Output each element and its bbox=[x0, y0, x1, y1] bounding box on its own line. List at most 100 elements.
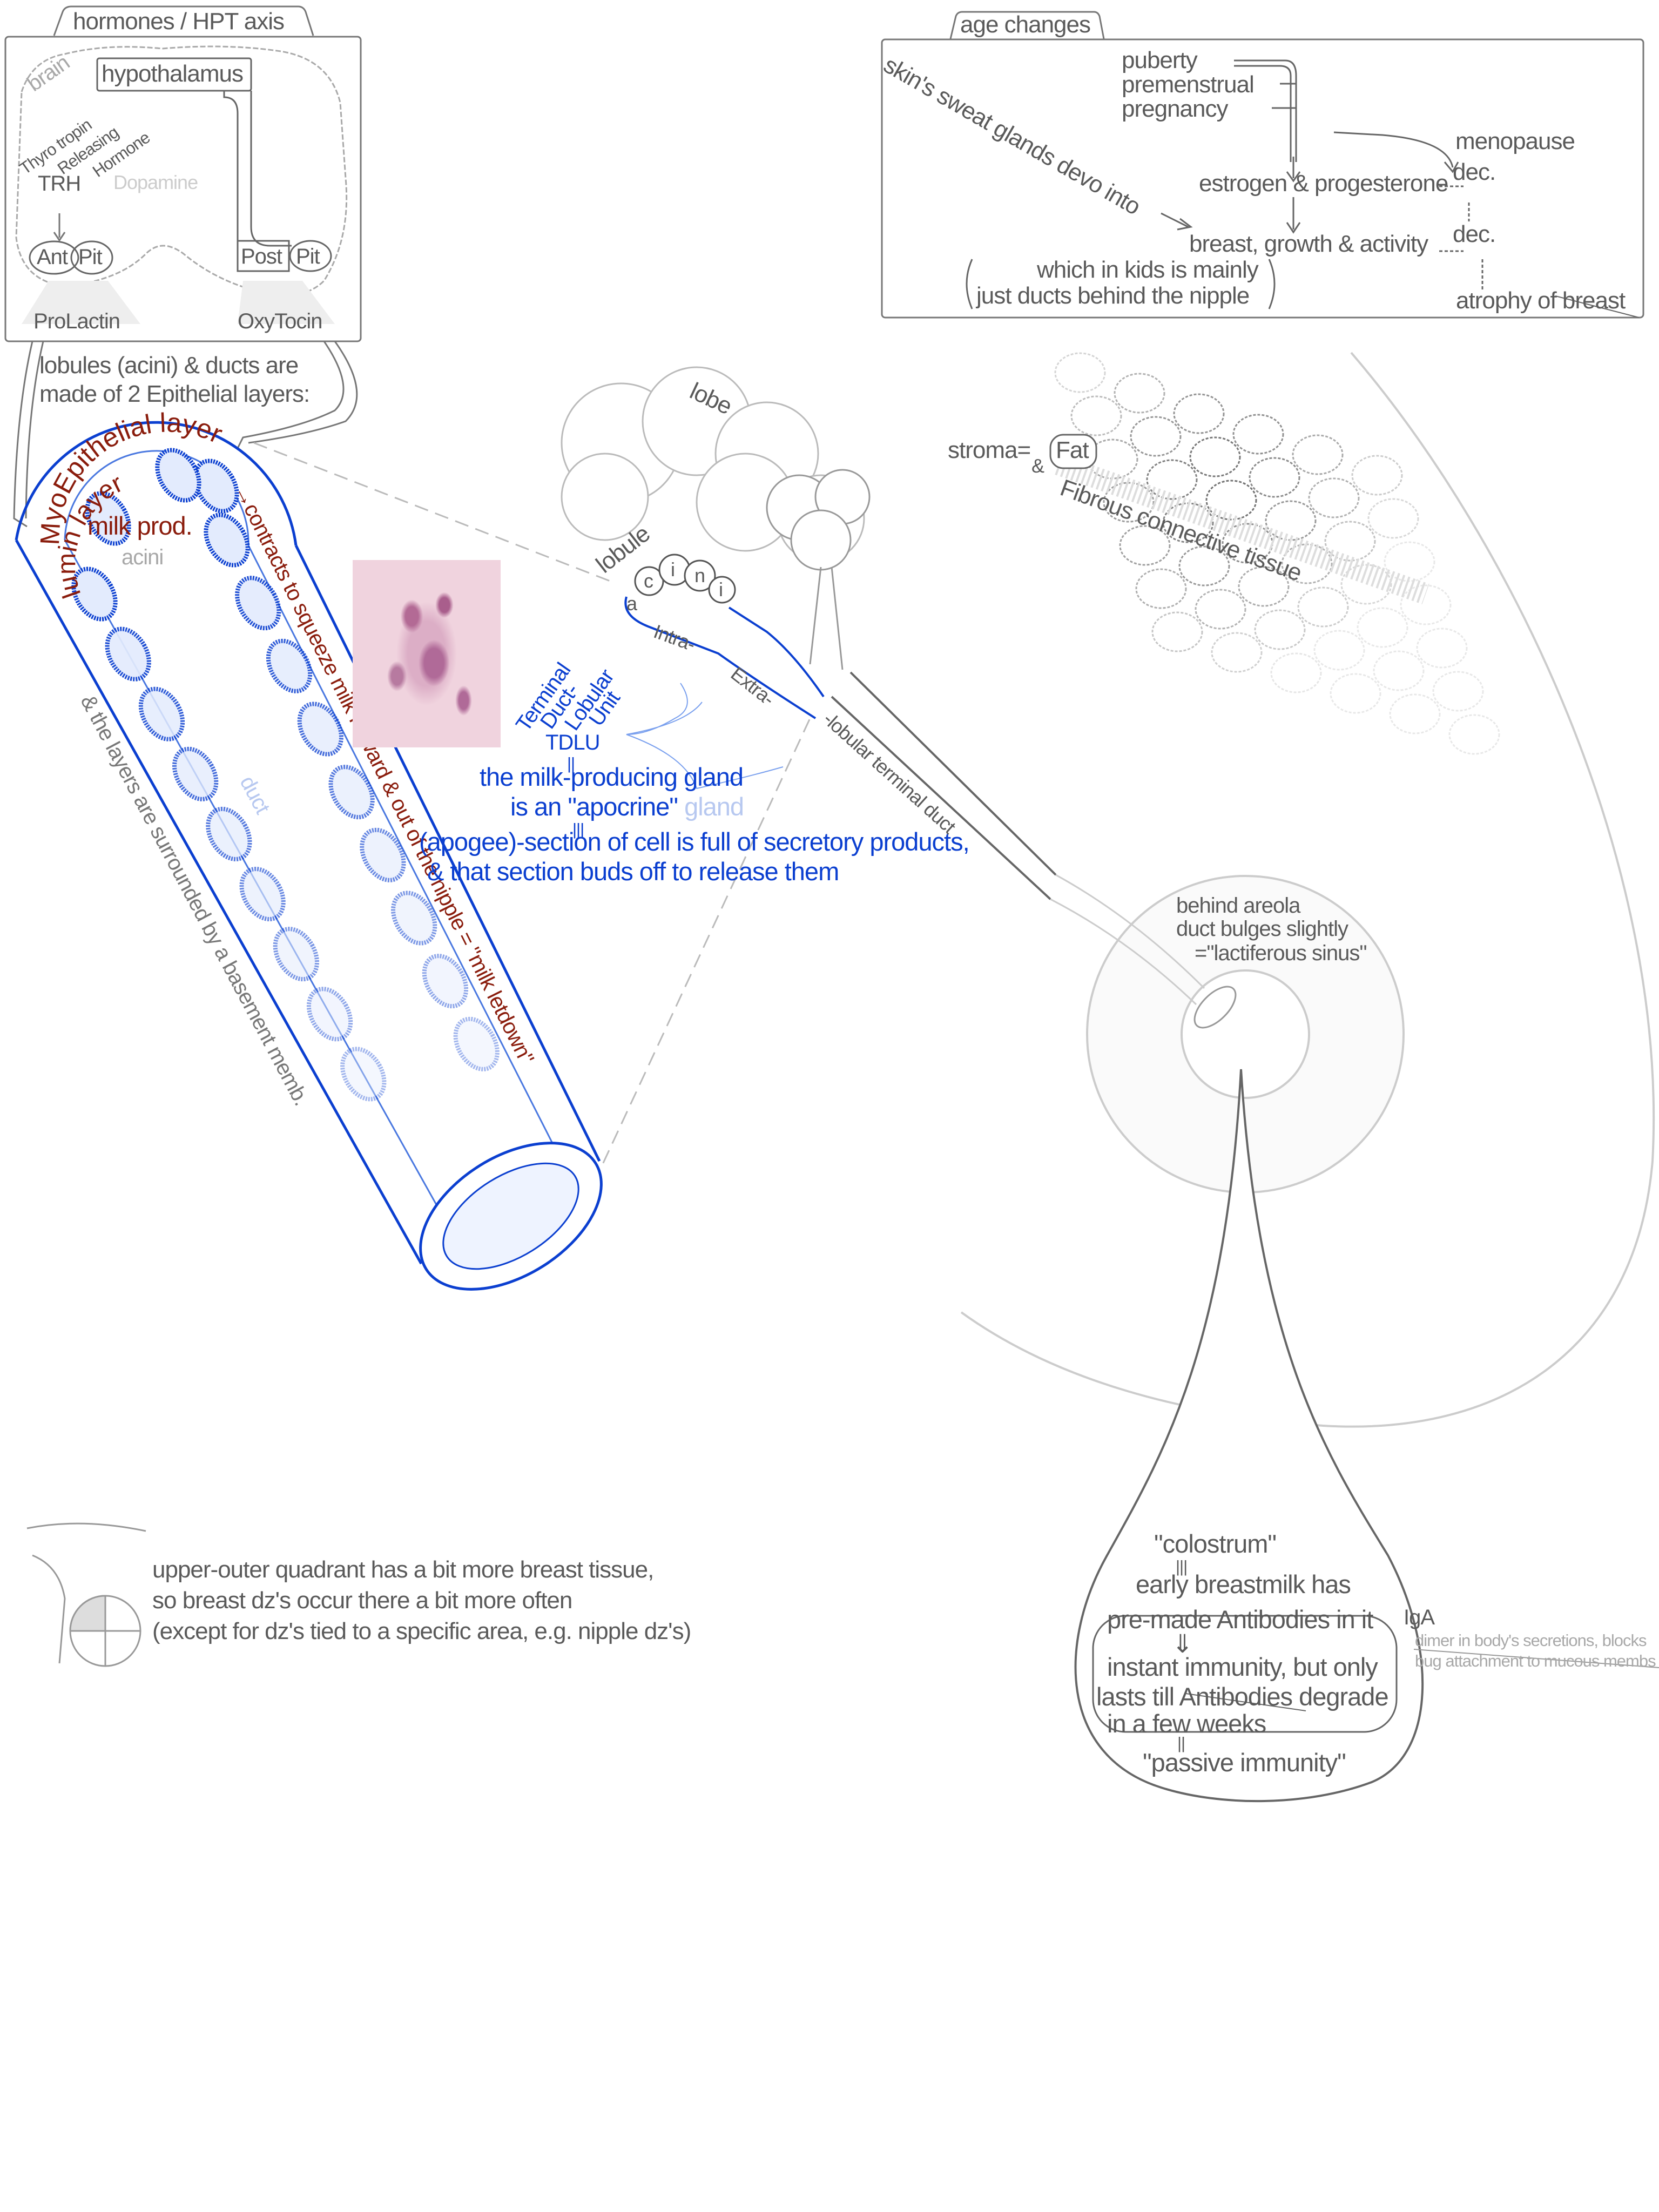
acinus-cell bbox=[105, 626, 151, 682]
estrogen-progesterone-label: estrogen & progesterone bbox=[1199, 170, 1448, 197]
dec-label-2: dec. bbox=[1453, 221, 1496, 247]
tdlu-brace bbox=[626, 683, 784, 790]
iga-label: IgA bbox=[1404, 1606, 1435, 1629]
menopause-arrow bbox=[1333, 131, 1459, 173]
colostrum-arrow: ⇓ bbox=[1172, 1629, 1193, 1658]
milk-prod-label: milk prod. bbox=[87, 511, 193, 540]
post-label: Post bbox=[241, 245, 282, 268]
acinus-cell bbox=[266, 638, 313, 693]
acinus-cell bbox=[273, 927, 319, 982]
prolactin-pointer bbox=[13, 341, 44, 528]
fat-cell bbox=[1292, 434, 1344, 475]
fat-cell bbox=[1195, 589, 1246, 630]
fat-cell bbox=[1173, 393, 1225, 434]
acini-label: acini bbox=[122, 545, 164, 569]
tdlu-equals: || bbox=[567, 754, 575, 773]
acinus-cell bbox=[172, 746, 219, 801]
tdlu-line1: the milk-producing gland bbox=[480, 763, 744, 791]
hormones-box bbox=[4, 36, 362, 342]
post-pit-label: Pit bbox=[296, 245, 320, 268]
breast-growth-label: breast, growth & activity bbox=[1189, 231, 1428, 257]
duct-lumen-cells bbox=[71, 448, 500, 1102]
fat-cell bbox=[1297, 586, 1349, 628]
acinus-cell bbox=[138, 686, 185, 741]
acinus-cell bbox=[239, 867, 286, 922]
breast-quadrant-icon bbox=[26, 1522, 146, 1667]
fat-cell bbox=[1054, 352, 1106, 393]
acini-letter-c: c bbox=[644, 570, 653, 592]
acini-letter-a: a bbox=[626, 592, 637, 615]
ant-label: Ant bbox=[37, 245, 68, 269]
acinus-cell bbox=[71, 567, 118, 622]
fat-cell bbox=[1351, 455, 1403, 496]
atrophy-label: atrophy of breast bbox=[1456, 287, 1626, 314]
age-tab-label[interactable]: age changes bbox=[960, 11, 1091, 38]
antibodies-strike bbox=[1185, 1693, 1306, 1711]
hypothalamus-label: hypothalamus bbox=[102, 60, 244, 87]
acinus-cell bbox=[297, 702, 343, 757]
fat-cell bbox=[1114, 373, 1165, 414]
acini-letter-i2: i bbox=[719, 578, 723, 601]
age-changes-box bbox=[881, 38, 1644, 319]
acini-circles bbox=[634, 554, 736, 604]
fat-cell bbox=[1178, 545, 1230, 586]
ant-pit-label: Pit bbox=[78, 245, 103, 269]
colostrum-line5: in a few weeks bbox=[1107, 1709, 1266, 1738]
pit-shape-right bbox=[289, 240, 332, 272]
apocrine-text: is an "apocrine" bbox=[510, 792, 678, 821]
oxytocin-beam bbox=[238, 281, 335, 324]
quadrant-note-3: (except for dz's tied to a specific area… bbox=[152, 1618, 691, 1644]
fat-cell bbox=[1432, 671, 1484, 712]
lactiferous-sinus bbox=[1193, 986, 1237, 1029]
fat-label: Fat bbox=[1056, 437, 1089, 463]
fat-cell bbox=[1119, 525, 1171, 566]
tdlu-line2: is an "apocrine" gland bbox=[510, 794, 744, 819]
trh-label: TRH bbox=[38, 172, 81, 195]
fat-cell bbox=[1416, 628, 1468, 669]
fat-cell bbox=[1254, 609, 1306, 650]
colostrum-equals-2: || bbox=[1177, 1734, 1185, 1752]
fat-cell bbox=[1205, 480, 1257, 521]
prolactin-beam bbox=[22, 281, 140, 324]
arrow-to-hormones bbox=[1286, 157, 1301, 183]
passive-immunity-label: "passive immunity" bbox=[1143, 1748, 1346, 1777]
trh-arrow bbox=[53, 213, 66, 242]
hormones-tab-label[interactable]: hormones / HPT axis bbox=[73, 8, 285, 35]
dec-label-1: dec. bbox=[1453, 159, 1496, 185]
trigger-pregnancy: pregnancy bbox=[1122, 96, 1228, 122]
trigger-premenstrual: premenstrual bbox=[1122, 71, 1255, 98]
trigger-merge-lines bbox=[1234, 59, 1297, 162]
milk-drop-outline bbox=[1074, 1069, 1424, 1803]
acinus-cell bbox=[235, 576, 281, 631]
acinus-cell bbox=[422, 954, 469, 1009]
hormones-tab bbox=[53, 5, 314, 36]
acinus-cell bbox=[85, 491, 131, 546]
iga-note-2: bug attachment to mucous membs bbox=[1415, 1651, 1656, 1670]
areola-note-1: behind areola bbox=[1176, 894, 1300, 918]
layers-note-2: made of 2 Epithelial layers: bbox=[39, 381, 310, 407]
brain-outline bbox=[15, 45, 348, 296]
fat-cell bbox=[1249, 457, 1300, 498]
terminal-duct bbox=[831, 671, 1057, 900]
fat-cell bbox=[1265, 500, 1317, 541]
acinus-cell bbox=[155, 448, 201, 503]
pit-shape-left bbox=[70, 240, 113, 275]
hypothalamus-stalk bbox=[223, 91, 292, 254]
areola-note-2: duct bulges slightly bbox=[1176, 917, 1348, 941]
colostrum-inner-box bbox=[1092, 1615, 1398, 1733]
arrow-to-breast bbox=[1286, 197, 1301, 234]
stroma-label: stroma= bbox=[948, 437, 1031, 463]
acinus-cell bbox=[328, 765, 375, 820]
dopamine-label: Dopamine bbox=[113, 171, 198, 193]
iga-note-1: dimer in body's secretions, blocks bbox=[1415, 1631, 1647, 1650]
fat-cell bbox=[1340, 564, 1392, 605]
acini-letter-n: n bbox=[694, 564, 705, 586]
kids-paren bbox=[966, 259, 1276, 309]
menopause-label: menopause bbox=[1455, 128, 1575, 154]
fat-cell bbox=[1130, 416, 1182, 457]
atrophy-strike bbox=[1555, 295, 1640, 318]
post-pit-block bbox=[237, 240, 290, 272]
gland-faded-text: gland bbox=[684, 792, 744, 821]
